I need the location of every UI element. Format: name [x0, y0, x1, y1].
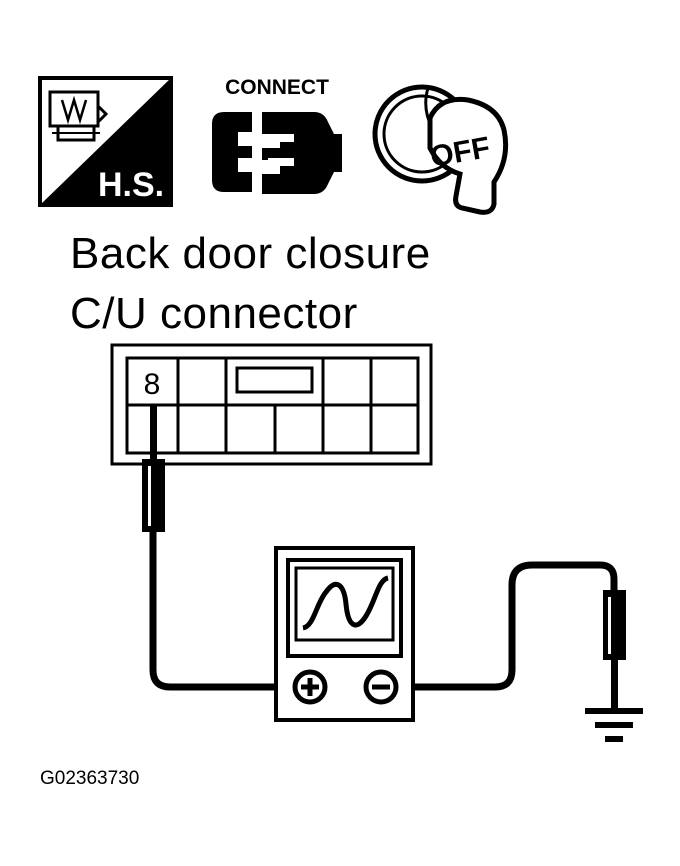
figure-code: G02363730	[40, 768, 140, 789]
minus-terminal-icon	[363, 669, 399, 705]
diagram-title-line-2: C/U connector	[70, 289, 358, 338]
diagram-title-line-1: Back door closure	[70, 229, 431, 278]
ground-probe	[603, 590, 626, 708]
terminal-number: 8	[144, 368, 161, 401]
plus-terminal-icon	[292, 669, 328, 705]
ground-icon	[585, 708, 643, 742]
positive-lead-wire	[149, 532, 294, 691]
negative-lead-wire	[396, 561, 618, 691]
harness-connector-glyph	[48, 90, 109, 142]
waveform-icon	[302, 575, 390, 631]
connector-block: 8	[110, 343, 433, 466]
ignition-key-off-icon: OFF	[372, 84, 509, 215]
harness-sign-icon: H.S.	[38, 76, 173, 207]
oscilloscope	[274, 546, 415, 722]
harness-label: H.S.	[98, 166, 164, 204]
disconnect-connector-icon: CONNECT	[212, 76, 342, 194]
connect-label: CONNECT	[225, 76, 329, 99]
positive-probe	[142, 405, 165, 532]
